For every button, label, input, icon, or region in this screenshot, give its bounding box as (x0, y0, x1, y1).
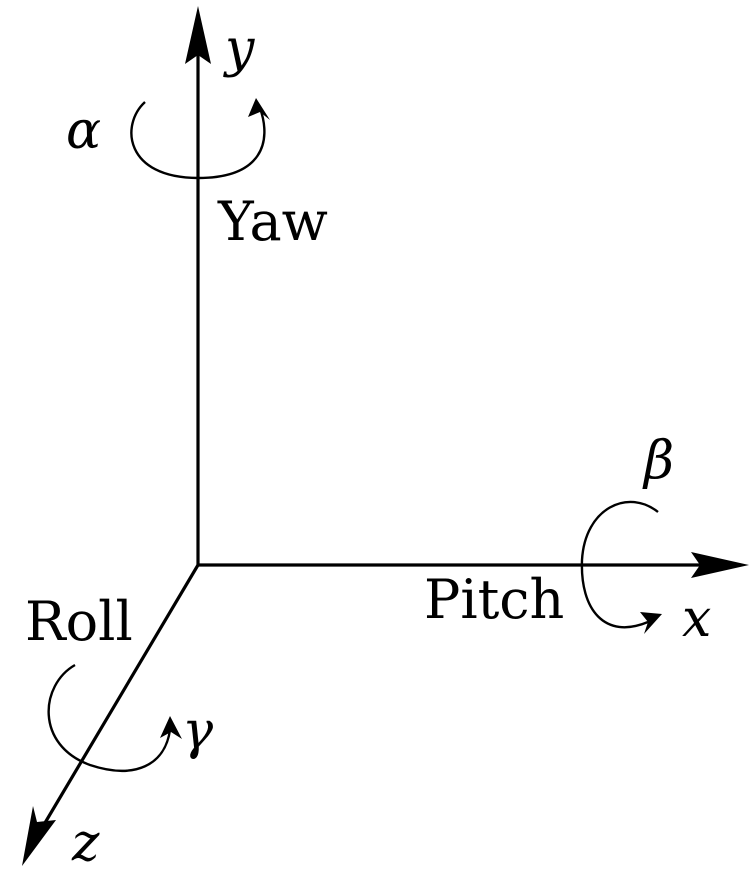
z-axis (34, 564, 200, 839)
z-axis-label: z (71, 813, 100, 871)
roll-rotation-arrow (47, 663, 172, 772)
x-axis-label: x (682, 589, 711, 649)
beta-symbol: β (642, 431, 674, 491)
z-axis-arrowhead (22, 806, 56, 866)
gamma-symbol: γ (182, 701, 214, 761)
roll-label: Roll (25, 590, 133, 653)
yaw-rotation-arrowhead (248, 98, 270, 120)
roll-rotation-arrowhead (160, 716, 182, 739)
pitch-label: Pitch (424, 568, 564, 631)
y-axis-arrowhead (185, 6, 211, 64)
y-axis-label: y (223, 19, 255, 79)
x-axis-arrowhead (691, 552, 749, 578)
yaw-rotation-arrow (130, 101, 266, 180)
pitch-rotation-arrow (580, 500, 659, 629)
alpha-symbol: α (66, 101, 101, 161)
pitch-rotation-arrowhead (640, 612, 662, 634)
yaw-label: Yaw (217, 190, 328, 253)
